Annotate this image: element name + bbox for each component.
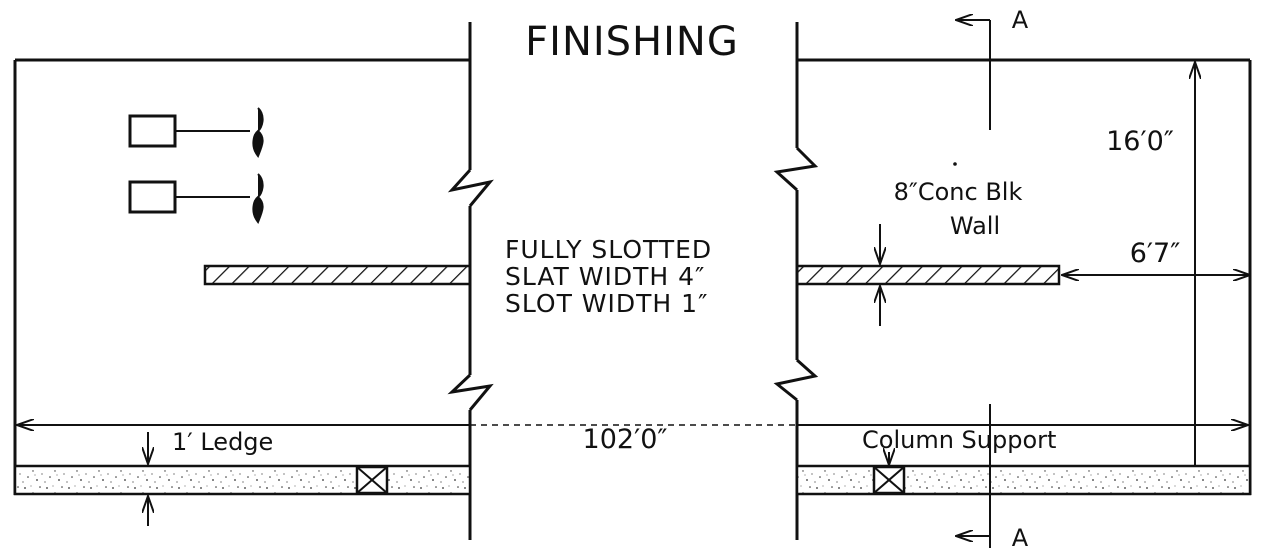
slat-notes: FULLY SLOTTED SLAT WIDTH 4″ SLOT WIDTH 1… [505, 235, 712, 318]
length-dimension: 102′0″ [583, 424, 668, 455]
slotted-wall-left [203, 264, 472, 286]
ledge-label: 1′ Ledge [172, 428, 273, 456]
column-support-left [355, 465, 389, 495]
height-dimension: 16′0″ [1106, 126, 1174, 157]
slotted-wall-right [795, 264, 1061, 286]
section-cut-line [956, 20, 991, 548]
note-line-3: SLOT WIDTH 1″ [505, 289, 708, 318]
column-support-right [872, 465, 906, 495]
wall-label-line-2: Wall [950, 212, 1000, 240]
ledge-left [13, 464, 472, 496]
section-marker-top: A [1012, 6, 1029, 34]
column-support-label: Column Support [862, 426, 1056, 454]
note-line-2: SLAT WIDTH 4″ [505, 262, 705, 291]
fan-units [128, 107, 264, 224]
title: FINISHING [525, 19, 739, 65]
left-building-outline [13, 22, 494, 540]
wall-label-line-1: 8″Conc Blk [894, 178, 1023, 206]
note-line-1: FULLY SLOTTED [505, 235, 712, 264]
ledge-right [795, 464, 1252, 496]
section-marker-bottom: A [1012, 524, 1029, 552]
offset-dimension: 6′7″ [1130, 238, 1181, 269]
